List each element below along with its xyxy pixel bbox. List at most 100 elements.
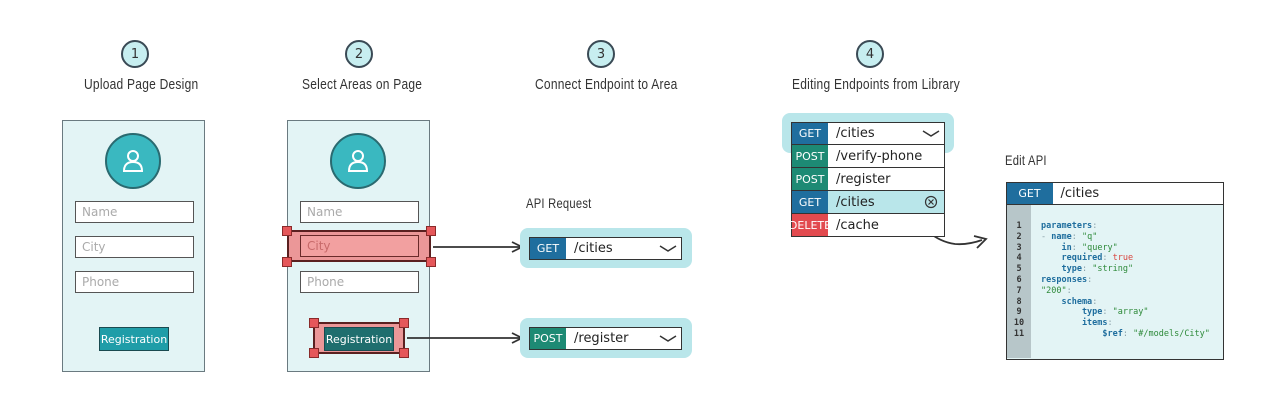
resize-handle[interactable] <box>399 318 409 328</box>
step-4-number: 4 <box>856 40 884 68</box>
line-number: 9 <box>1016 307 1022 318</box>
code-token: : <box>1122 328 1134 339</box>
code-line: "200": <box>1041 286 1210 297</box>
code-line: required: true <box>1041 253 1210 264</box>
chevron-down-icon[interactable] <box>655 238 681 259</box>
line-number: 10 <box>1013 318 1025 329</box>
method-badge-get: GET <box>1006 182 1053 204</box>
phone-field[interactable]: Phone <box>300 271 419 293</box>
close-circle-icon[interactable] <box>918 191 944 213</box>
resize-handle[interactable] <box>282 226 292 236</box>
line-number: 2 <box>1016 231 1022 242</box>
code-token: schema <box>1041 296 1093 307</box>
method-badge-get: GET <box>792 123 828 144</box>
code-token: "#/models/City" <box>1133 328 1210 339</box>
phone-field[interactable]: Phone <box>75 271 194 293</box>
line-number: 6 <box>1016 274 1022 285</box>
code-line: in: "query" <box>1041 243 1210 254</box>
endpoint-path: /cities <box>574 241 613 256</box>
method-badge-post: POST <box>792 168 828 190</box>
resize-handle[interactable] <box>426 226 436 236</box>
code-line: - name: "q" <box>1041 232 1210 243</box>
method-badge-post: POST <box>792 145 828 167</box>
code-editor[interactable]: parameters:- name: "q" in: "query" requi… <box>1041 221 1210 340</box>
code-token: in <box>1041 242 1072 253</box>
resize-handle[interactable] <box>282 257 292 267</box>
name-field[interactable]: Name <box>75 201 194 223</box>
code-token: "q" <box>1081 231 1098 242</box>
chevron-down-icon[interactable] <box>655 328 681 349</box>
api-request-slot-get: GET /cities <box>520 228 692 268</box>
resize-handle[interactable] <box>309 348 319 358</box>
page-design-mockup-1: Name City Phone Registration <box>62 120 205 372</box>
resize-handle[interactable] <box>399 348 409 358</box>
code-token: type <box>1041 264 1082 275</box>
code-token: : <box>1081 264 1093 275</box>
code-line: schema: <box>1041 297 1210 308</box>
city-field-selected[interactable]: City <box>300 235 419 257</box>
code-token: required <box>1041 253 1103 264</box>
step-3-title: Connect Endpoint to Area <box>535 76 678 93</box>
method-badge-get: GET <box>530 238 566 259</box>
avatar <box>105 133 161 189</box>
endpoint-path: /cities <box>836 126 875 141</box>
code-token: parameters <box>1041 221 1093 231</box>
library-item[interactable]: GET /cities <box>791 122 945 145</box>
edit-api-label: Edit API <box>1005 152 1047 168</box>
method-badge-delete: DELETE <box>789 214 831 236</box>
endpoint-library-list: GET /cities POST /verify-phone POST /reg… <box>789 122 945 237</box>
user-icon <box>122 150 144 172</box>
code-token: : <box>1107 318 1113 329</box>
code-token: type <box>1041 307 1103 318</box>
endpoint-dropdown[interactable]: POST /register <box>529 327 682 350</box>
code-token: items <box>1041 318 1108 329</box>
city-field[interactable]: City <box>75 236 194 258</box>
code-token: responses <box>1041 274 1088 285</box>
library-item[interactable]: DELETE /cache <box>789 214 945 237</box>
code-token: : <box>1092 296 1098 307</box>
code-line: parameters: <box>1041 221 1210 232</box>
endpoint-dropdown[interactable]: GET /cities <box>529 237 682 260</box>
library-item[interactable]: POST /register <box>791 168 945 191</box>
resize-handle[interactable] <box>309 318 319 328</box>
avatar <box>330 133 386 189</box>
library-item-hovered[interactable]: GET /cities <box>791 191 945 214</box>
code-token: "200" <box>1041 285 1067 296</box>
code-token: "array" <box>1112 307 1149 318</box>
endpoint-path: /register <box>836 171 891 187</box>
method-badge-post: POST <box>530 328 566 349</box>
code-line: items: <box>1041 318 1210 329</box>
code-token: : <box>1071 231 1082 242</box>
endpoint-path: /cities <box>1060 185 1100 201</box>
step-2-title: Select Areas on Page <box>302 76 423 93</box>
line-number: 1 <box>1016 221 1022 231</box>
step-4-title: Editing Endpoints from Library <box>792 76 960 93</box>
code-token: "query" <box>1081 242 1118 253</box>
chevron-down-icon[interactable] <box>918 123 944 144</box>
step-3-number: 3 <box>587 40 615 68</box>
endpoint-path: /register <box>574 331 629 346</box>
line-number: 8 <box>1016 296 1022 307</box>
code-token: : <box>1066 285 1072 296</box>
resize-handle[interactable] <box>426 257 436 267</box>
code-line: responses: <box>1041 275 1210 286</box>
code-token: : <box>1092 221 1098 231</box>
endpoint-path: /cities <box>836 194 875 210</box>
edit-api-header: GET /cities <box>1005 181 1224 205</box>
line-number: 4 <box>1016 253 1022 264</box>
step-1-title: Upload Page Design <box>84 76 199 93</box>
code-token: : <box>1102 253 1113 264</box>
name-field[interactable]: Name <box>300 201 419 223</box>
method-badge-get: GET <box>792 191 828 213</box>
registration-button-selected[interactable]: Registration <box>324 327 394 351</box>
library-item[interactable]: POST /verify-phone <box>791 145 945 168</box>
registration-button[interactable]: Registration <box>99 327 169 351</box>
code-token: : <box>1071 242 1082 253</box>
line-number: 11 <box>1013 328 1025 339</box>
code-line: type: "string" <box>1041 264 1210 275</box>
api-request-label: API Request <box>526 195 592 211</box>
code-token: name <box>1051 231 1072 242</box>
line-number: 7 <box>1016 285 1022 296</box>
